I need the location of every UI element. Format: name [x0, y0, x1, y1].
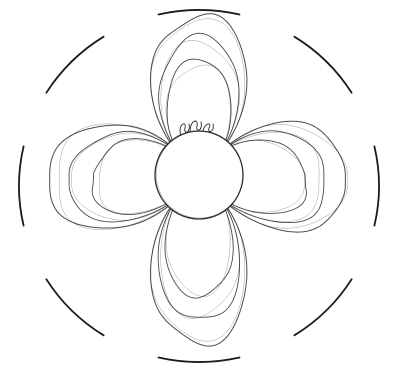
ring-segment — [19, 146, 24, 225]
ring-segment — [374, 146, 379, 225]
ring-segment — [294, 279, 351, 335]
ring-segment — [159, 10, 240, 15]
ring-segment — [294, 37, 351, 93]
central-circle — [155, 131, 243, 219]
ring-segment — [46, 279, 103, 335]
ring-segment — [46, 37, 103, 93]
ring-segment — [159, 358, 240, 363]
